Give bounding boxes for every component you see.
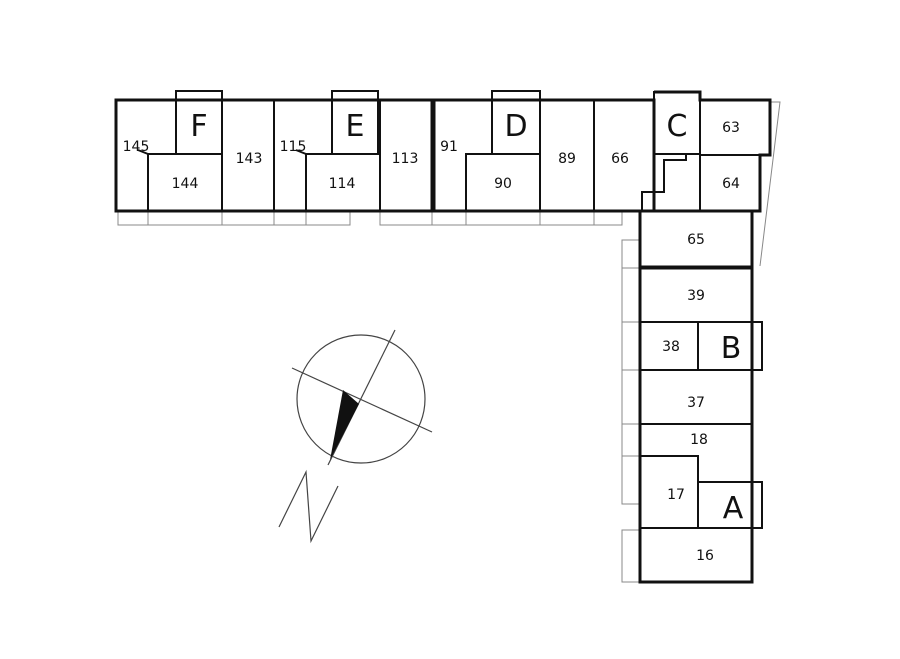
unit-145-label: 145	[123, 139, 150, 155]
unit-63-label: 63	[722, 120, 740, 136]
top-wing	[114, 90, 656, 213]
entrance-a-label: A	[723, 491, 744, 526]
unit-65-label: 65	[687, 232, 705, 248]
vertical-wing	[638, 209, 763, 584]
unit-91-label: 91	[440, 139, 458, 155]
entrance-f-label: F	[190, 109, 207, 144]
unit-89-label: 89	[558, 151, 576, 167]
entrance-b-label: B	[721, 331, 742, 366]
corner-section	[641, 90, 772, 213]
unit-144-label: 144	[172, 176, 199, 192]
unit-18-label: 18	[690, 432, 708, 448]
unit-113-label: 113	[392, 151, 419, 167]
entrance-c-label: C	[667, 109, 688, 144]
unit-90-label: 90	[494, 176, 512, 192]
top-balconies	[117, 210, 623, 226]
unit-37-label: 37	[687, 395, 705, 411]
entrance-e-label: E	[346, 109, 365, 144]
unit-16-label: 16	[696, 548, 714, 564]
unit-114-label: 114	[329, 176, 356, 192]
unit-64-label: 64	[722, 176, 740, 192]
unit-17-label: 17	[667, 487, 685, 503]
unit-39-label: 39	[687, 288, 705, 304]
unit-143-label: 143	[236, 151, 263, 167]
entrance-d-label: D	[504, 109, 527, 144]
north-arrow-icon	[278, 329, 433, 544]
unit-115-label: 115	[280, 139, 307, 155]
unit-38-label: 38	[662, 339, 680, 355]
unit-66-label: 66	[611, 151, 629, 167]
